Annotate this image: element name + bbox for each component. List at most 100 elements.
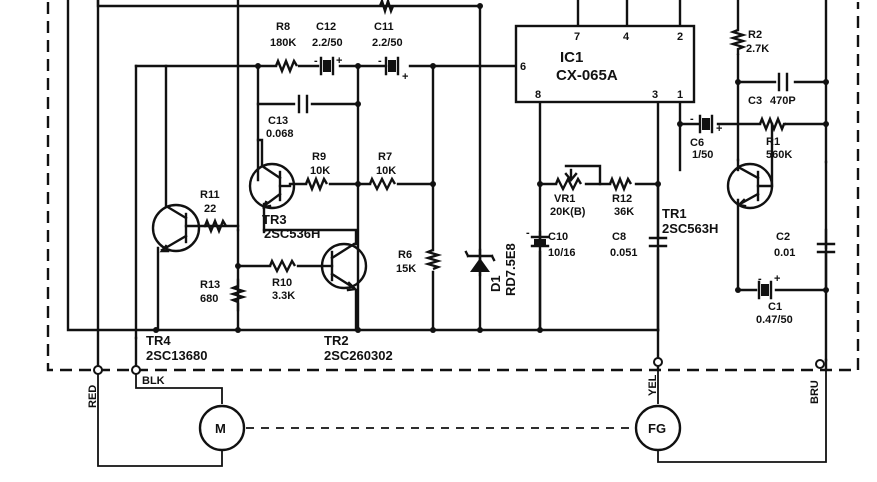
c3-value: 470P	[770, 95, 796, 107]
c2-name: C2	[776, 231, 790, 243]
resistor-r1	[758, 115, 786, 133]
c2-value: 0.01	[774, 247, 795, 259]
c6-minus: -	[690, 113, 694, 125]
r6-value: 15K	[396, 263, 416, 275]
r6-name: R6	[398, 249, 412, 261]
ic1-name: IC1	[560, 49, 583, 66]
resistor-r10	[268, 258, 297, 274]
capacitor-c11	[384, 56, 400, 76]
r10-name: R10	[272, 277, 292, 289]
capacitor-c2	[816, 242, 836, 292]
tr2-part: 2SC260302	[324, 348, 393, 363]
r8-value: 180K	[270, 37, 296, 49]
c1-minus: -	[758, 273, 762, 285]
resistor-r8	[274, 57, 299, 75]
c6-plus: +	[716, 123, 722, 135]
vr1-value: 20K(B)	[550, 206, 586, 218]
ic1-pin3: 3	[652, 89, 658, 101]
c8-value: 0.051	[610, 247, 638, 259]
tr2-name: TR2	[324, 333, 349, 348]
ic1-pin1: 1	[677, 89, 683, 101]
circuit-wiring	[66, 0, 828, 467]
junction-dots	[153, 3, 829, 333]
c13-name: C13	[268, 115, 288, 127]
ic1-pin6: 6	[520, 61, 526, 73]
c1-value: 0.47/50	[756, 314, 793, 326]
wire-bru: BRU	[809, 380, 821, 404]
resistor-r11	[203, 217, 228, 235]
ic1-pin2: 2	[677, 31, 683, 43]
resistor-r9	[304, 175, 329, 193]
c11-name: C11	[374, 21, 394, 33]
c11-plus: +	[402, 71, 408, 83]
tr4-name: TR4	[146, 333, 171, 348]
transistor-tr1	[726, 122, 774, 210]
capacitor-c8	[648, 236, 668, 248]
capacitor-c13	[297, 94, 309, 114]
tr3-name: TR3	[262, 212, 287, 227]
transistor-tr4	[151, 64, 207, 253]
c12-name: C12	[316, 21, 336, 33]
d1-name: D1	[488, 275, 503, 292]
r7-name: R7	[378, 151, 392, 163]
c13-value: 0.068	[266, 128, 294, 140]
ic1-pin7: 7	[574, 31, 580, 43]
r12-value: 36K	[614, 206, 634, 218]
r13-value: 680	[200, 293, 218, 305]
c3-name: C3	[748, 95, 762, 107]
d1-part: RD7.5E8	[503, 243, 518, 296]
ic1-pin8: 8	[535, 89, 541, 101]
wire-blk: BLK	[142, 375, 165, 387]
c8-name: C8	[612, 231, 626, 243]
c10-minus: -	[526, 227, 530, 239]
tr4-part: 2SC13680	[146, 348, 207, 363]
tr1-part: 2SC563H	[662, 221, 718, 236]
resistor-r2	[728, 28, 748, 55]
r9-name: R9	[312, 151, 326, 163]
connector-terminals	[93, 357, 825, 375]
wire-red: RED	[87, 385, 99, 408]
r12-name: R12	[612, 193, 632, 205]
r2-name: R2	[748, 29, 762, 41]
c6-value: 1/50	[692, 149, 713, 161]
ic1-box	[514, 24, 696, 104]
ic1-pin4: 4	[623, 31, 630, 43]
capacitor-c10	[530, 235, 550, 248]
transistor-tr2	[320, 242, 368, 292]
fg-label: FG	[648, 421, 666, 436]
resistor-r6	[423, 248, 443, 271]
r10-value: 3.3K	[272, 290, 295, 302]
motor-label: M	[215, 421, 226, 436]
fg-symbol	[634, 404, 682, 452]
tr1-name: TR1	[662, 206, 687, 221]
transistor-tr3	[248, 138, 296, 210]
r8-name: R8	[276, 21, 290, 33]
r9-value: 10K	[310, 165, 330, 177]
vr1-name: VR1	[554, 193, 575, 205]
c12-minus: -	[314, 55, 318, 67]
c1-name: C1	[768, 301, 782, 313]
resistor-r12	[608, 175, 633, 193]
r2-value: 2.7K	[746, 43, 769, 55]
wire-yel: YEL	[647, 374, 659, 396]
c1-plus: +	[774, 273, 780, 285]
c10-value: 10/16	[548, 247, 576, 259]
resistor-top	[378, 0, 395, 16]
tr3-part: 2SC536H	[264, 226, 320, 241]
r13-name: R13	[200, 279, 220, 291]
resistor-r7	[368, 176, 397, 192]
motor-symbol	[198, 404, 246, 452]
zener-diode-d1	[464, 250, 496, 272]
resistor-r13	[228, 284, 248, 304]
c6-name: C6	[690, 137, 704, 149]
r1-value: 560K	[766, 149, 792, 161]
r1-name: R1	[766, 136, 780, 148]
r11-name: R11	[200, 189, 220, 201]
c11-value: 2.2/50	[372, 37, 403, 49]
r7-value: 10K	[376, 165, 396, 177]
c10-name: C10	[548, 231, 568, 243]
c12-plus: +	[336, 55, 342, 67]
capacitor-c3	[777, 72, 789, 92]
c11-minus: -	[378, 55, 382, 67]
